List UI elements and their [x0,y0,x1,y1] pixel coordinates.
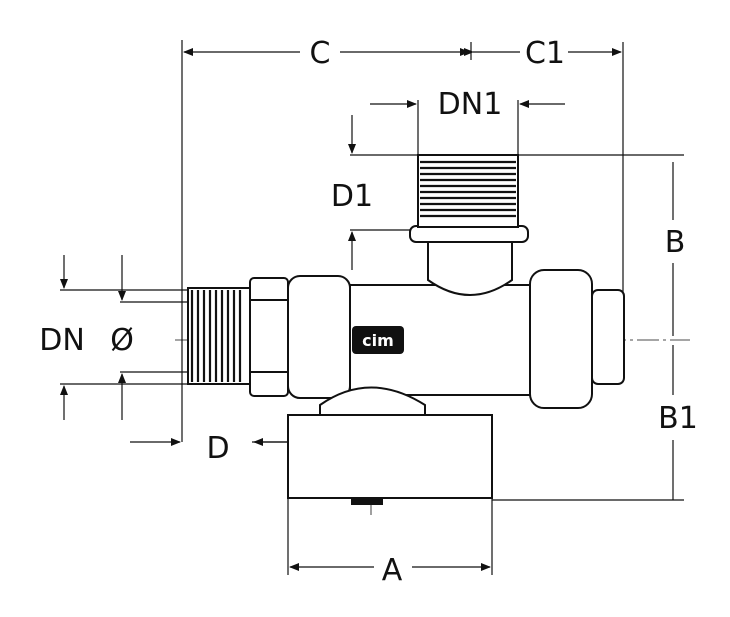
dim-label-a: A [382,553,403,588]
dim-label-d: D [206,431,229,466]
logo-text: cim [362,331,394,350]
dim-label-diameter: Ø [110,323,134,358]
dim-label-dn1: DN1 [438,87,503,122]
dim-label-dn: DN [39,323,85,358]
dim-label-b: B [665,225,686,260]
cim-logo: cim [352,326,404,354]
dim-label-b1: B1 [658,401,698,436]
dim-label-c1: C1 [525,36,565,71]
dim-label-d1: D1 [331,179,373,214]
valve-body [187,154,625,505]
dim-label-c: C [310,36,331,71]
